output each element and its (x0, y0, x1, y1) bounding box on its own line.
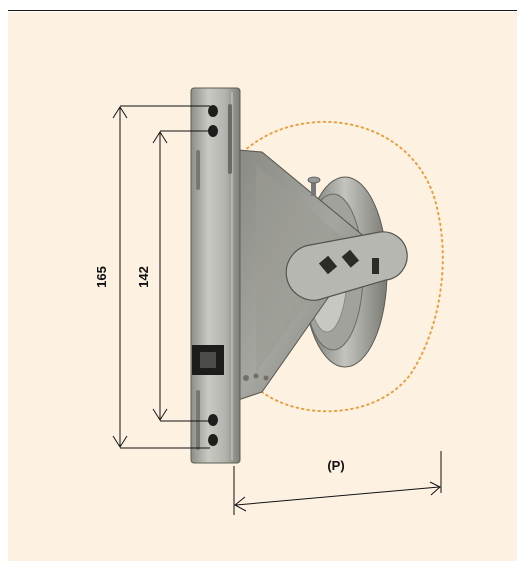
mounting-hole (208, 434, 218, 446)
slotted-link-arm (285, 231, 408, 301)
top-divider-line (8, 10, 517, 11)
mounting-hole (208, 105, 218, 117)
dimension-165: 165 (94, 105, 210, 449)
dimension-142: 142 (136, 130, 210, 422)
plate-slot (196, 390, 200, 450)
rivet (253, 373, 259, 379)
plate-slot (228, 104, 232, 174)
swing-arc (242, 121, 444, 413)
dimension-projection: (P) (233, 451, 442, 515)
mounting-hole (208, 125, 218, 137)
plate-slot (196, 150, 200, 190)
dimension-label-142: 142 (136, 266, 151, 288)
rivet (243, 375, 249, 381)
top-screw (307, 176, 321, 196)
mounting-hole (208, 414, 218, 426)
latch-catch (200, 352, 216, 368)
dimension-label-projection: (P) (327, 458, 344, 473)
mounting-plate (190, 87, 241, 464)
dimension-label-165: 165 (94, 266, 109, 288)
rivet (263, 375, 269, 381)
